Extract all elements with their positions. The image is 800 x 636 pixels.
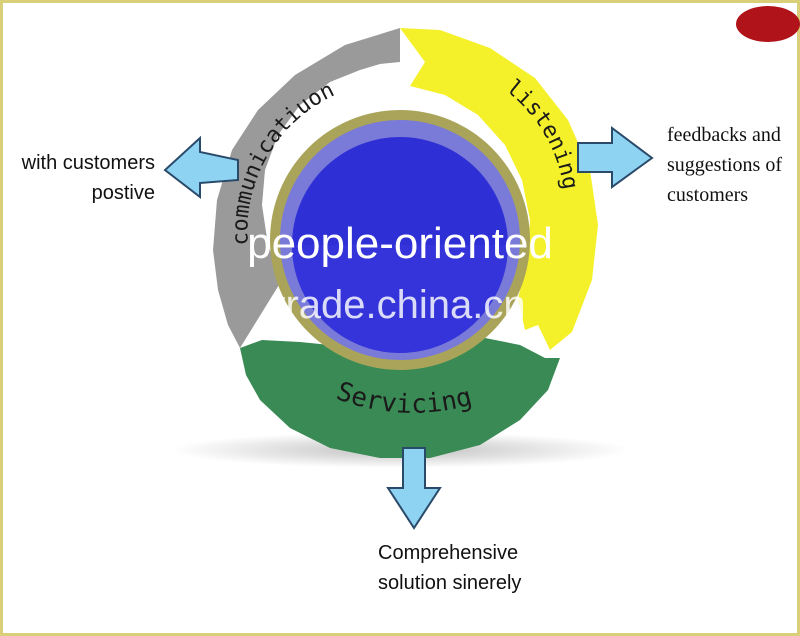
right-arrow-icon xyxy=(577,126,654,189)
bottom-output-text: Comprehensive solution sinerely xyxy=(378,538,598,598)
left-arrow-icon xyxy=(163,135,239,200)
left-output-line-1: with customers xyxy=(21,152,155,174)
center-lower-shade xyxy=(292,245,508,353)
communication-segment xyxy=(213,28,400,348)
left-output-text: with customers postive xyxy=(10,148,155,208)
bottom-output-line-1: Comprehensive xyxy=(378,542,519,564)
servicing-segment xyxy=(240,335,560,458)
down-arrow-icon xyxy=(386,447,442,530)
decorative-red-shape xyxy=(736,6,800,42)
right-output-line-2: suggestions of xyxy=(667,154,782,176)
watermark: trade.china.cn xyxy=(274,283,526,327)
center-label: people-oriented xyxy=(247,219,553,268)
right-output-text: feedbacks and suggestions of customers xyxy=(667,120,797,210)
right-output-line-1: feedbacks and xyxy=(667,124,781,146)
left-output-line-2: postive xyxy=(91,182,155,204)
bottom-output-line-2: solution sinerely xyxy=(378,572,522,594)
right-output-line-3: customers xyxy=(667,184,749,206)
listening-segment xyxy=(400,28,598,350)
